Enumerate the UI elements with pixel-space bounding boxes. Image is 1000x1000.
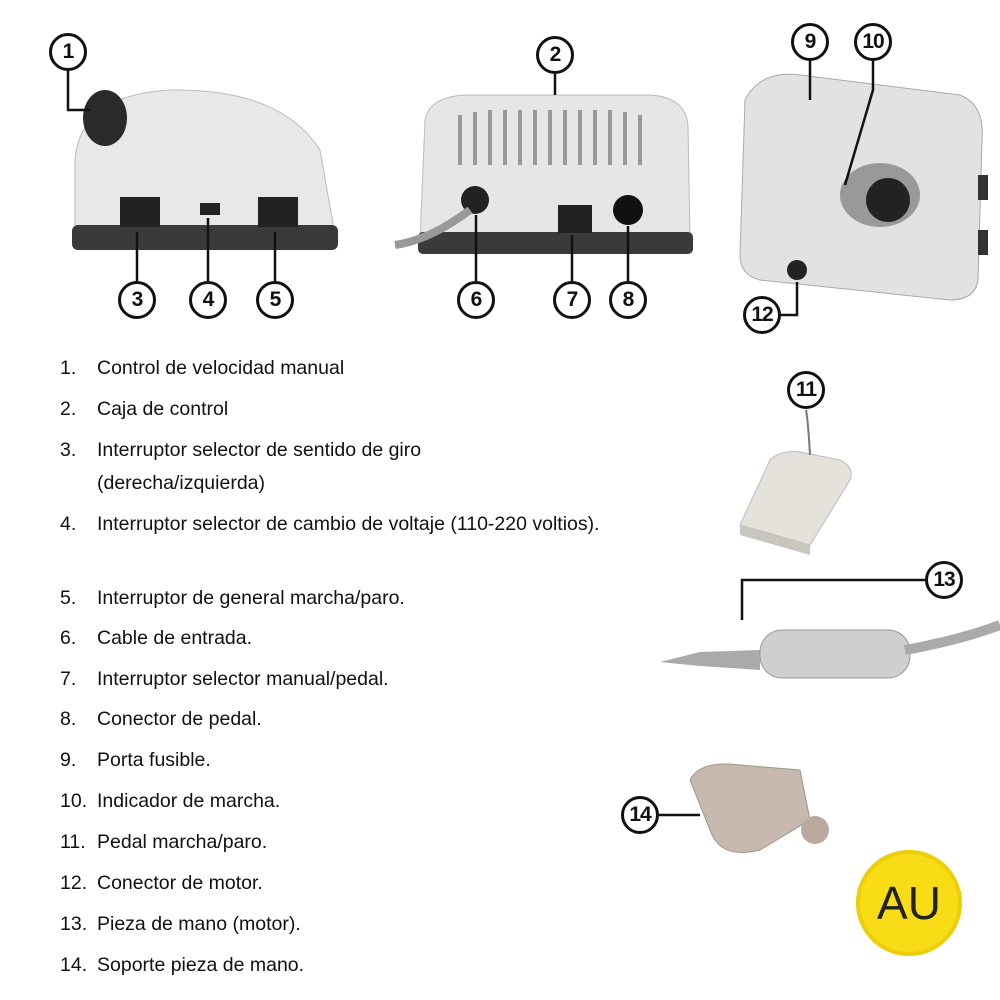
item-number: 3. bbox=[60, 439, 77, 461]
item-number: 10. bbox=[60, 790, 88, 812]
callout-5: 5 bbox=[256, 281, 294, 319]
logo-text: AU bbox=[877, 877, 941, 929]
item-number: 9. bbox=[60, 749, 77, 771]
list-item: 5. Interruptor de general marcha/paro. bbox=[60, 582, 620, 615]
callout-12: 12 bbox=[743, 296, 781, 334]
callout-13: 13 bbox=[925, 561, 963, 599]
foot-pedal bbox=[739, 409, 852, 555]
callout-9: 9 bbox=[791, 23, 829, 61]
list-item: 3. Interruptor selector de sentido de gir… bbox=[60, 434, 580, 500]
item-number: 11. bbox=[60, 831, 86, 853]
item-text: Interruptor selector manual/pedal. bbox=[97, 668, 389, 690]
item-text: Control de velocidad manual bbox=[97, 357, 345, 379]
callout-6: 6 bbox=[457, 281, 495, 319]
item-number: 14. bbox=[60, 954, 88, 976]
list-item: 1. Control de velocidad manual bbox=[60, 352, 620, 385]
item-number: 12. bbox=[60, 872, 88, 894]
list-item: 13. Pieza de mano (motor). bbox=[60, 908, 620, 941]
callout-11: 11 bbox=[787, 371, 825, 409]
list-item: 4. Interruptor selector de cambio de volt… bbox=[60, 508, 620, 541]
item-number: 2. bbox=[60, 398, 77, 420]
item-text: Cable de entrada. bbox=[97, 627, 253, 649]
item-number: 6. bbox=[60, 627, 77, 649]
item-text: Conector de motor. bbox=[97, 872, 263, 894]
item-number: 7. bbox=[60, 668, 77, 690]
list-item: 10. Indicador de marcha. bbox=[60, 785, 620, 818]
list-item: 11. Pedal marcha/paro. bbox=[60, 826, 620, 859]
callout-14: 14 bbox=[621, 796, 659, 834]
list-item: 6. Cable de entrada. bbox=[60, 622, 620, 655]
callout-8: 8 bbox=[609, 281, 647, 319]
item-text: Conector de pedal. bbox=[97, 708, 262, 730]
item-text: Porta fusible. bbox=[97, 749, 211, 771]
callout-2: 2 bbox=[536, 36, 574, 74]
callout-1: 1 bbox=[49, 33, 87, 71]
callout-7: 7 bbox=[553, 281, 591, 319]
callout-3: 3 bbox=[118, 281, 156, 319]
control-box-top-view bbox=[739, 73, 988, 301]
item-text: Indicador de marcha. bbox=[97, 790, 281, 812]
list-item: 9. Porta fusible. bbox=[60, 744, 620, 777]
list-item: 12. Conector de motor. bbox=[60, 867, 620, 900]
item-number: 4. bbox=[60, 513, 77, 535]
item-text: Interruptor selector de sentido de giro … bbox=[97, 439, 422, 494]
control-box-side-view bbox=[72, 89, 338, 250]
list-item: 8. Conector de pedal. bbox=[60, 703, 620, 736]
list-item: 14. Soporte pieza de mano. bbox=[60, 949, 620, 982]
item-text: Interruptor selector de cambio de voltaj… bbox=[97, 513, 600, 535]
handpiece bbox=[660, 620, 1000, 679]
item-text: Pedal marcha/paro. bbox=[97, 831, 268, 853]
callout-4: 4 bbox=[189, 281, 227, 319]
brand-logo: AU bbox=[856, 850, 962, 956]
item-number: 13. bbox=[60, 913, 88, 935]
callout-lines bbox=[66, 60, 925, 817]
control-box-back-view bbox=[394, 94, 693, 254]
item-number: 8. bbox=[60, 708, 77, 730]
item-text: Interruptor de general marcha/paro. bbox=[97, 587, 405, 609]
item-number: 5. bbox=[60, 587, 77, 609]
list-item: 2. Caja de control bbox=[60, 393, 620, 426]
handpiece-holder bbox=[689, 763, 829, 853]
callout-10: 10 bbox=[854, 23, 892, 61]
item-text: Pieza de mano (motor). bbox=[97, 913, 301, 935]
list-item: 7. Interruptor selector manual/pedal. bbox=[60, 663, 620, 696]
item-text: Caja de control bbox=[97, 398, 229, 420]
item-number: 1. bbox=[60, 357, 77, 379]
item-text: Soporte pieza de mano. bbox=[97, 954, 305, 976]
